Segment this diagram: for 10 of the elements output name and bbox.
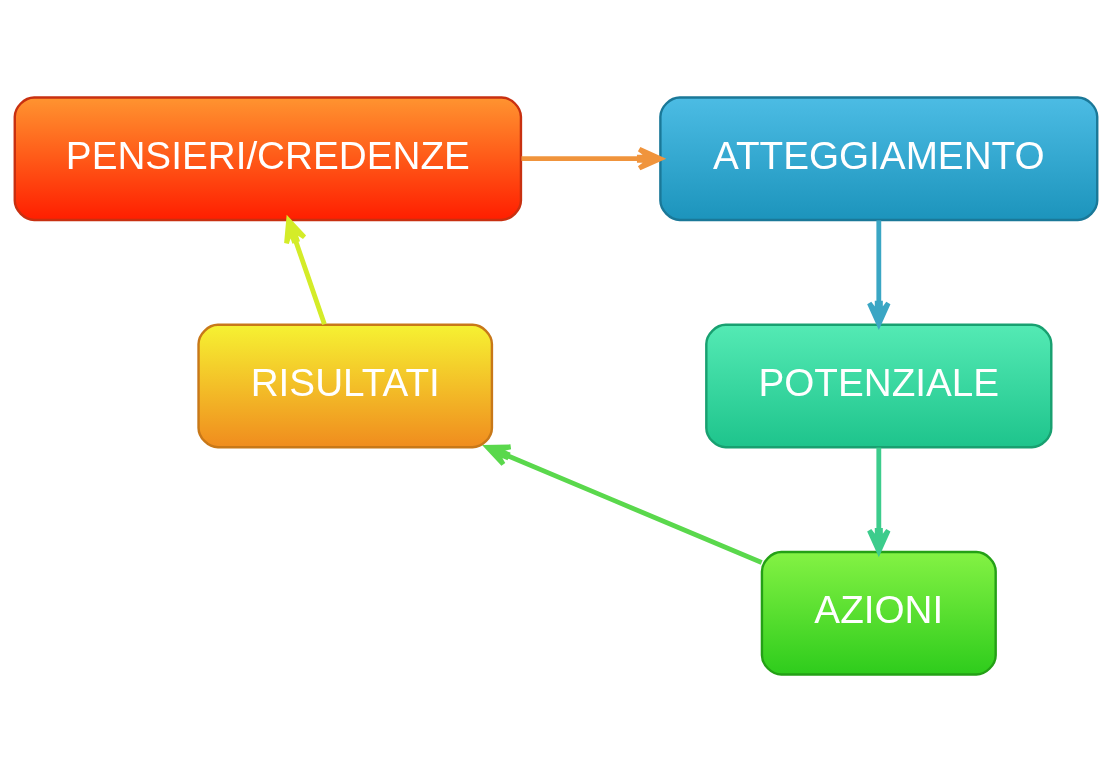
- node-box: POTENZIALE: [705, 323, 1053, 448]
- arrow: [485, 443, 763, 565]
- node-box: RISULTATI: [197, 323, 494, 448]
- node-box: ATTEGGIAMENTO: [659, 95, 1099, 221]
- node-box: PENSIERI/CREDENZE: [13, 95, 523, 221]
- arrow: [866, 219, 891, 327]
- node-box: AZIONI: [760, 550, 997, 676]
- arrow: [521, 146, 663, 171]
- arrow: [866, 447, 891, 554]
- arrow: [284, 217, 327, 325]
